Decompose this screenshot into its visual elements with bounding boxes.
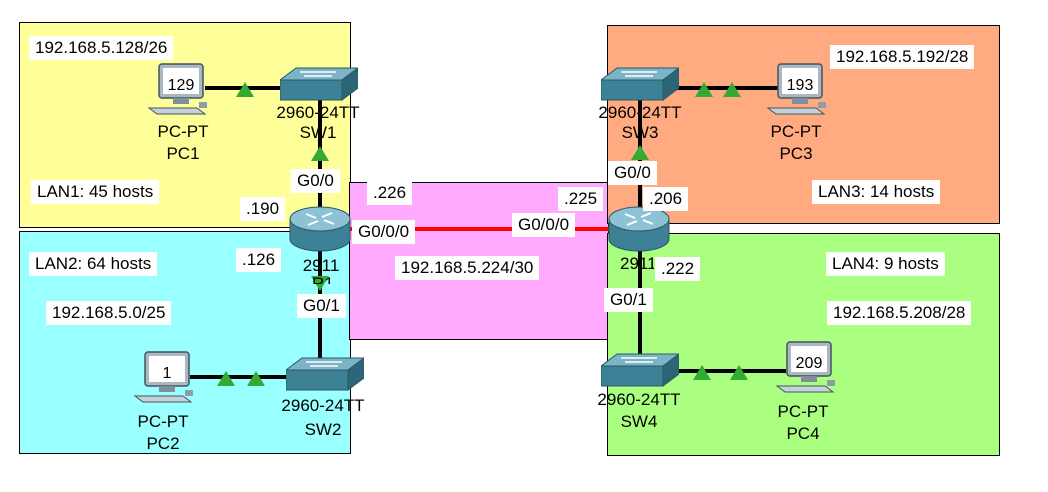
pc4-host-number: 209 (795, 355, 823, 372)
pc1-host-number: 129 (167, 77, 195, 94)
r2-model-label: 2911 (620, 254, 654, 273)
pc2-model-label: PC-PT (137, 412, 189, 431)
pc-icon[interactable] (766, 62, 828, 118)
link-up-indicator (631, 145, 649, 160)
sw2-name-label: SW2 (304, 420, 342, 439)
lan4-hosts-label: LAN4: 9 hosts (826, 252, 945, 276)
sw3-name-label: SW3 (621, 123, 659, 142)
r1-g000-ip-label: .226 (367, 181, 413, 205)
r1-g000-label: G0/0/0 (352, 220, 416, 244)
pc2-name-label: PC2 (146, 434, 180, 453)
r1-g00-label: G0/0 (291, 169, 340, 193)
sw3-model-label: 2960-24TT (598, 103, 682, 122)
pc1-name-label: PC1 (166, 144, 200, 163)
router-icon[interactable] (288, 205, 352, 255)
link-up-indicator (217, 371, 235, 386)
link-up-indicator (311, 146, 329, 161)
r1-g00-ip-label: .190 (240, 197, 286, 221)
link-up-indicator (730, 365, 748, 380)
r1-g01-ip-label: .126 (236, 248, 282, 272)
r2-g01-ip-label: .222 (655, 257, 701, 281)
switch-icon[interactable] (601, 66, 679, 102)
link-up-indicator (693, 365, 711, 380)
pc3-host-number: 193 (786, 77, 814, 94)
lan2-network-label: 192.168.5.0/25 (46, 301, 172, 325)
switch-icon[interactable] (280, 66, 358, 102)
sw2-model-label: 2960-24TT (281, 396, 365, 415)
link-up-indicator (247, 371, 265, 386)
lan4-network-label: 192.168.5.208/28 (827, 301, 972, 325)
sw1-model-label: 2960-24TT (276, 103, 360, 122)
r2-g00-ip-label: .206 (643, 187, 689, 211)
pc4-name-label: PC4 (786, 424, 820, 443)
lan3-hosts-label: LAN3: 14 hosts (812, 180, 941, 204)
router-icon[interactable] (607, 205, 671, 255)
lan3-network-label: 192.168.5.192/28 (830, 45, 975, 69)
wan-network-label: 192.168.5.224/30 (395, 256, 540, 280)
pc-icon[interactable] (147, 62, 209, 118)
link-up-indicator (723, 82, 741, 97)
link-up-indicator (311, 276, 329, 291)
pc2-host-number: 1 (162, 365, 172, 382)
switch-icon[interactable] (286, 356, 364, 392)
sw4-model-label: 2960-24TT (597, 390, 681, 409)
r2-g000-label: G0/0/0 (512, 213, 576, 237)
pc3-model-label: PC-PT (770, 122, 822, 141)
r1-g01-label: G0/1 (297, 294, 346, 318)
pc-icon[interactable] (133, 350, 195, 406)
lan2-hosts-label: LAN2: 64 hosts (29, 252, 158, 276)
lan1-hosts-label: LAN1: 45 hosts (31, 180, 160, 204)
sw1-name-label: SW1 (299, 123, 337, 142)
r1-model-label: 2911 (302, 256, 340, 275)
link-up-indicator (695, 82, 713, 97)
r2-g000-ip-label: .225 (558, 187, 604, 211)
pc4-model-label: PC-PT (777, 402, 829, 421)
pc-icon[interactable] (775, 340, 837, 396)
pc3-name-label: PC3 (779, 144, 813, 163)
r2-g01-label: G0/1 (604, 288, 653, 312)
lan1-network-label: 192.168.5.128/26 (29, 36, 174, 60)
r1-name-label: R1 (312, 274, 332, 284)
link-up-indicator (236, 82, 254, 97)
pc1-model-label: PC-PT (157, 122, 209, 141)
sw4-name-label: SW4 (620, 412, 658, 431)
switch-icon[interactable] (601, 352, 679, 388)
r2-g00-label: G0/0 (608, 161, 657, 185)
